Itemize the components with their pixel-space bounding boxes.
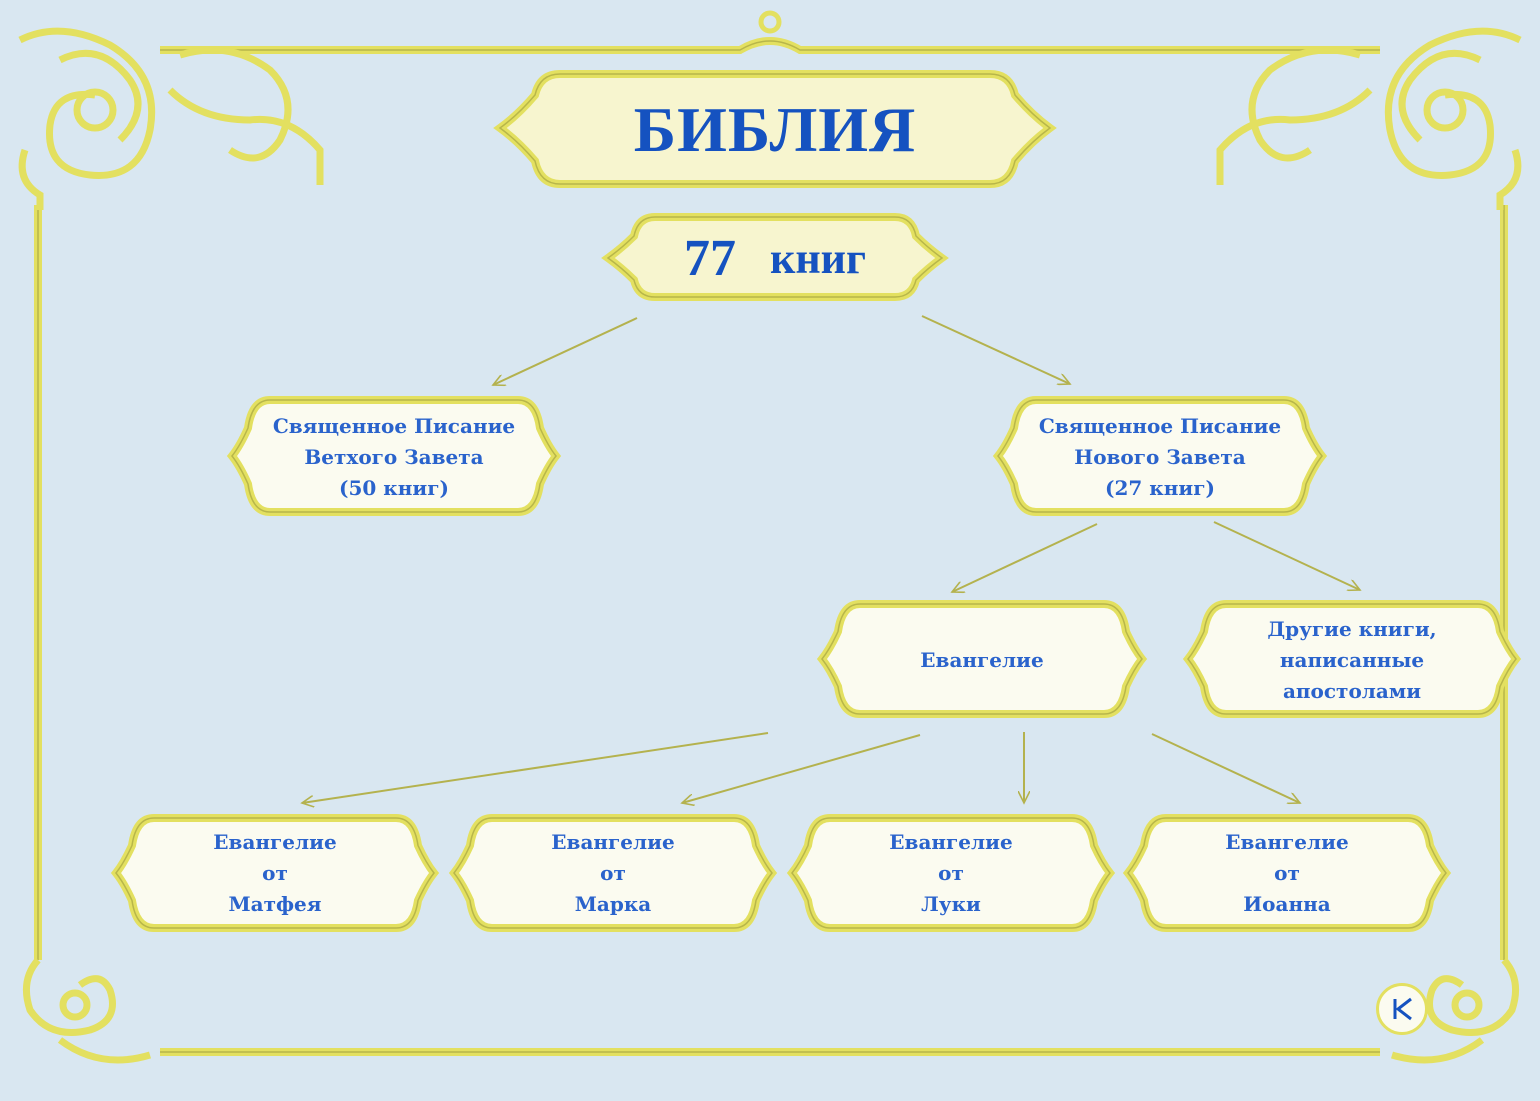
other-books-line-3: апостолами (1282, 678, 1422, 703)
gospel-matthew-line-1: Евангелие (213, 829, 337, 854)
root-node: 77 книг (640, 222, 910, 294)
gospel-mark-line-3: Марка (574, 891, 652, 916)
arrow-root-to-new-testament (921, 315, 1070, 384)
old-testament-outline (226, 396, 562, 516)
connectors (302, 315, 1360, 803)
arrow-gospel-to-john (1151, 733, 1300, 803)
corner-ornament-top-left (18, 27, 324, 210)
gospel-outline (816, 600, 1148, 718)
new-testament-line-2: Нового Завета (1074, 444, 1246, 469)
arrow-new-testament-to-other-books (1213, 521, 1360, 590)
old-testament-line-2: Ветхого Завета (304, 444, 484, 469)
arrow-new-testament-to-gospel (952, 523, 1098, 592)
old-testament-line-1: Священное Писание (272, 413, 516, 438)
diagram-title: БИБЛИЯ (540, 80, 1010, 180)
gospel-luke-outline (786, 814, 1116, 932)
gospel-john-line-3: Иоанна (1243, 891, 1331, 916)
title-cartouche (493, 70, 1057, 188)
node-outlines (110, 396, 1522, 932)
gospel-john-node: Евангелие от Иоанна (1158, 825, 1416, 921)
gospel-luke-line-3: Луки (921, 891, 981, 916)
title-text: БИБЛИЯ (633, 94, 917, 165)
gospel-matthew-node: Евангелие от Матфея (146, 825, 404, 921)
back-to-start-icon (1393, 997, 1412, 1021)
other-books-line-2: написанные (1279, 647, 1425, 672)
arrow-gospel-to-matthew (302, 732, 769, 803)
gospel-john-outline (1122, 814, 1452, 932)
gospel-luke-line-2: от (938, 860, 964, 885)
corner-ornament-bottom-left (22, 957, 152, 1064)
arrow-root-to-old-testament (493, 317, 638, 385)
gospel-matthew-line-2: от (262, 860, 288, 885)
root-cartouche (601, 213, 949, 301)
corner-ornament-bottom-right (1390, 957, 1520, 1064)
new-testament-line-3: (27 книг) (1105, 475, 1215, 500)
book-count: 77 (683, 229, 736, 287)
old-testament-node: Священное Писание Ветхого Завета (50 кни… (262, 407, 526, 507)
other-books-outline (1182, 600, 1522, 718)
gospel-luke-line-1: Евангелие (889, 829, 1013, 854)
gospel-node: Евангелие (852, 612, 1112, 708)
gospel-john-line-2: от (1274, 860, 1300, 885)
new-testament-node: Священное Писание Нового Завета (27 книг… (1028, 407, 1292, 507)
other-books-line-1: Другие книги, (1267, 616, 1437, 641)
new-testament-line-1: Священное Писание (1038, 413, 1282, 438)
gospel-john-line-1: Евангелие (1225, 829, 1349, 854)
gospel-luke-node: Евангелие от Луки (822, 825, 1080, 921)
new-testament-outline (992, 396, 1328, 516)
gospel-mark-line-1: Евангелие (551, 829, 675, 854)
gospel-matthew-outline (110, 814, 440, 932)
gospel-matthew-line-3: Матфея (228, 891, 322, 916)
gospel-mark-outline (448, 814, 778, 932)
other-books-node: Другие книги, написанные апостолами (1218, 612, 1486, 708)
back-to-start-button[interactable] (1376, 983, 1428, 1035)
arrow-gospel-to-mark (682, 734, 921, 803)
corner-ornament-top-right (1216, 27, 1522, 210)
ornamental-frame (34, 10, 1508, 1056)
gospel-label: Евангелие (920, 647, 1044, 672)
old-testament-line-3: (50 книг) (339, 475, 449, 500)
gospel-mark-node: Евангелие от Марка (484, 825, 742, 921)
book-count-unit: книг (769, 233, 867, 283)
gospel-mark-line-2: от (600, 860, 626, 885)
